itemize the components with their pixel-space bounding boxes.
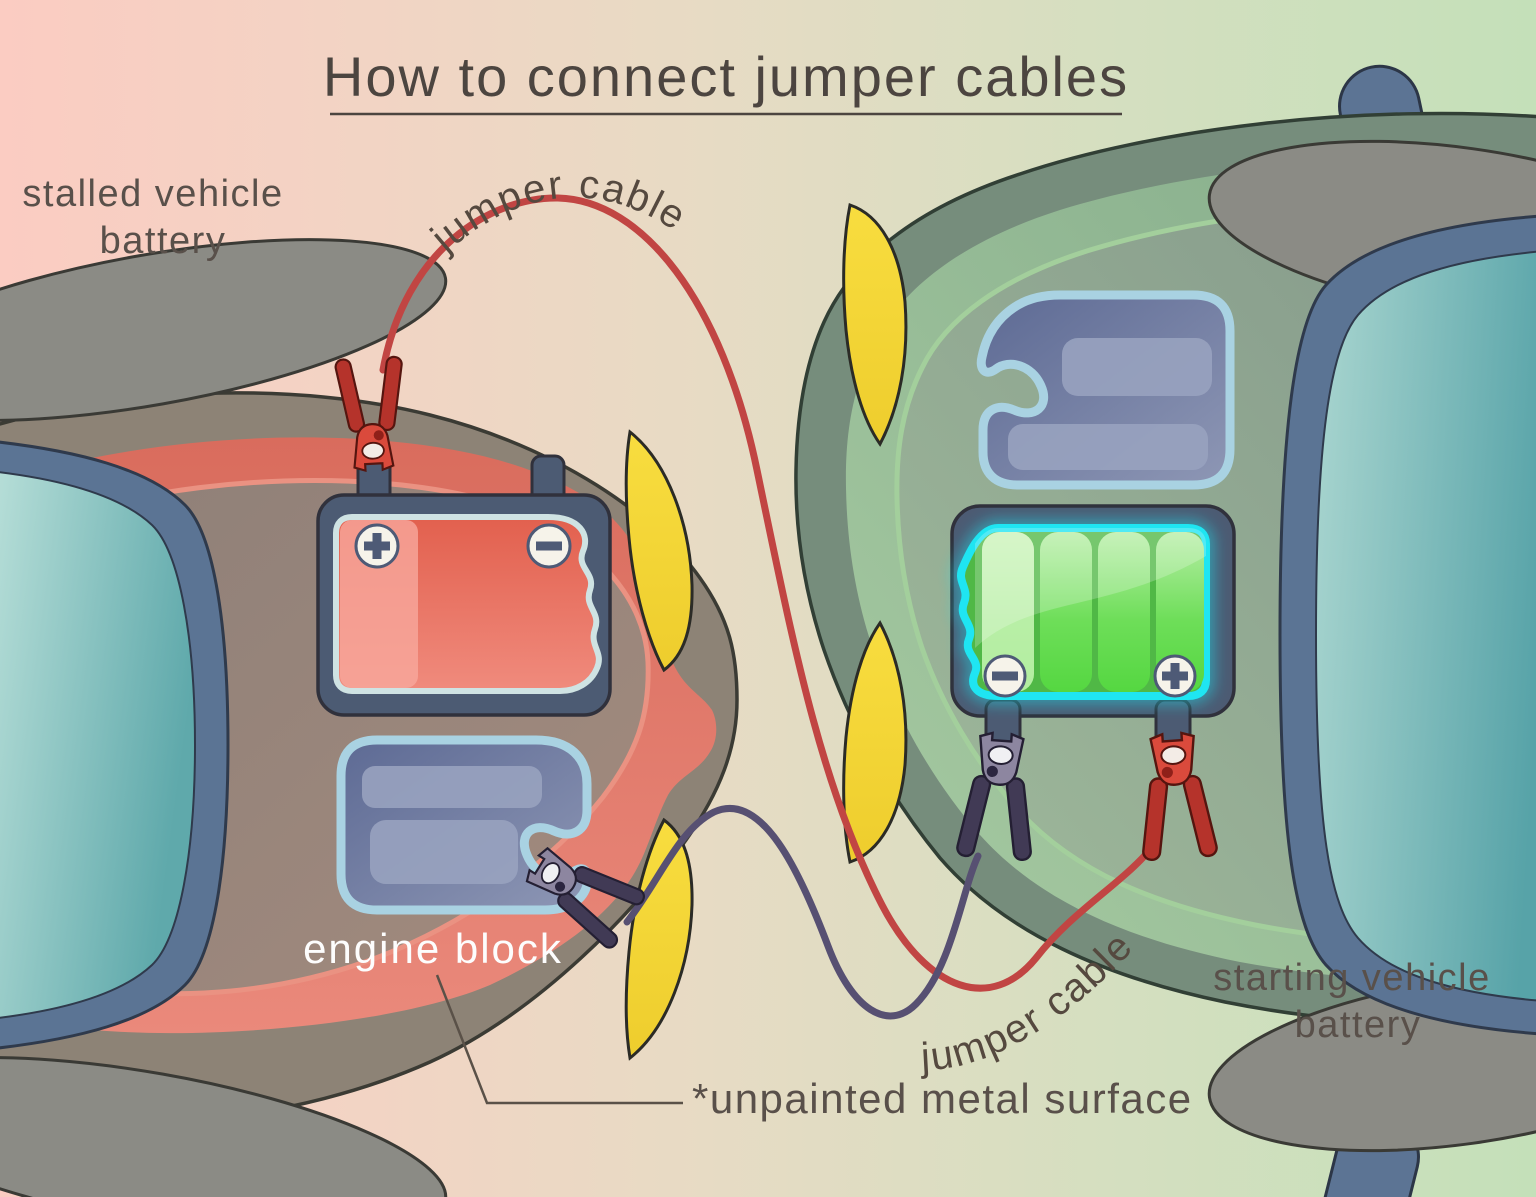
starting-battery <box>950 504 1236 750</box>
engine-block-detail <box>362 766 542 808</box>
headlight-icon <box>624 429 694 673</box>
starting-battery-label-line1: starting vehicle <box>1213 957 1490 999</box>
engine-block-detail <box>1062 338 1212 396</box>
headlight-icon <box>842 203 908 447</box>
stalled-car-roof-panel <box>0 1056 448 1197</box>
negative-terminal-icon <box>526 523 572 569</box>
stalled-windshield-glass <box>0 471 197 1019</box>
positive-terminal-icon <box>1153 654 1197 698</box>
starting-battery-label-line2: battery <box>1295 1004 1422 1046</box>
engine-block-detail <box>1008 424 1208 470</box>
engine-block-detail <box>370 820 518 884</box>
footnote-label: *unpainted metal surface <box>692 1075 1193 1122</box>
negative-terminal-icon <box>983 654 1027 698</box>
jumper-cables <box>379 194 1152 1020</box>
stalled-battery-label-line1: stalled vehicle <box>22 173 283 215</box>
stalled-battery <box>316 454 612 717</box>
engine-block-label: engine block <box>303 925 563 972</box>
stalled-engine-block <box>336 735 593 915</box>
stalled-car-roof-panel <box>0 238 448 422</box>
headlight-icon <box>624 817 694 1061</box>
starting-engine-block <box>976 290 1235 490</box>
footnote-leader-line <box>435 974 683 1105</box>
positive-jumper-cable <box>379 194 1152 992</box>
starting-windshield-glass <box>1314 250 1536 1002</box>
battery-highlight <box>340 520 418 688</box>
positive-terminal-icon <box>354 523 400 569</box>
page-title: How to connect jumper cables <box>323 45 1129 108</box>
headlight-icon <box>842 620 908 864</box>
battery-cells <box>975 528 1206 692</box>
negative-jumper-cable <box>623 804 982 1020</box>
stalled-battery-label-line2: battery <box>100 220 227 262</box>
